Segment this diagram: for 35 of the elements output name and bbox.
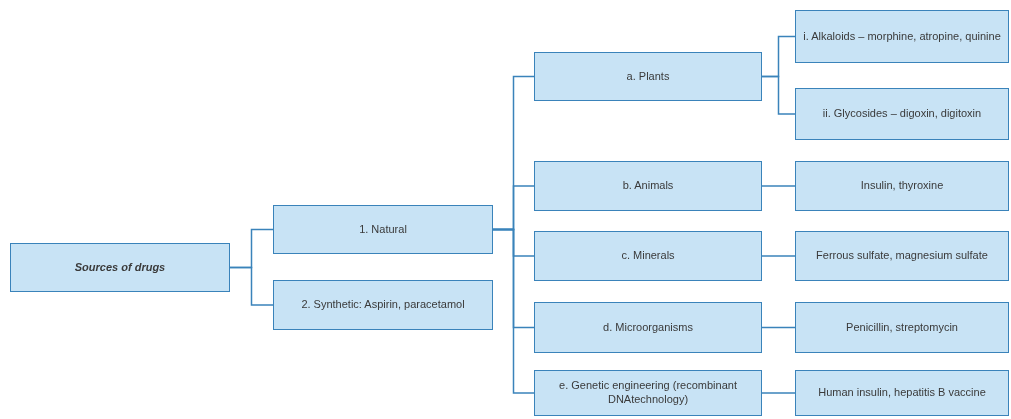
box-label: Insulin, thyroxine <box>860 179 944 193</box>
box-label: a. Plants <box>626 69 670 84</box>
connector-line <box>761 185 796 187</box>
box-label: b. Animals <box>622 179 674 193</box>
category-box <box>795 231 1009 281</box>
category-box <box>534 302 762 353</box>
box-label: i. Alkaloids – morphine, atropine, quinine <box>803 29 1001 44</box>
box-label: d. Microorganisms <box>603 320 693 335</box>
box-label: Penicillin, streptomycin <box>846 320 958 335</box>
box-label: e. Genetic engineering (recombinant DNAtechnology) <box>558 379 738 407</box>
category-box <box>795 161 1009 211</box>
category-box <box>534 52 762 101</box>
category-box <box>273 280 493 330</box>
category-box <box>534 231 762 281</box>
box-label: 2. Synthetic: Aspirin, paracetamol <box>301 298 465 312</box>
box-label: 1. Natural <box>359 222 407 237</box>
connector-line <box>761 75 796 115</box>
connector-line <box>761 326 796 329</box>
category-box <box>795 370 1009 416</box>
category-box <box>795 10 1009 63</box>
box-label: ii. Glycosides – digoxin, digitoxin <box>822 107 982 121</box>
box-label: Sources of drugs <box>74 260 166 275</box>
category-box <box>795 88 1009 140</box>
connector-line <box>761 255 796 257</box>
category-box <box>273 205 493 254</box>
connector-line <box>761 392 796 394</box>
box-label: c. Minerals <box>621 249 675 263</box>
box-label: Human insulin, hepatitis B vaccine <box>818 386 986 400</box>
category-box <box>795 302 1009 353</box>
box-label: Ferrous sulfate, magnesium sulfate <box>816 249 988 263</box>
category-box <box>534 161 762 211</box>
category-box <box>534 370 762 416</box>
connector-line <box>229 266 274 306</box>
category-box <box>10 243 230 292</box>
connector-line <box>492 228 535 394</box>
